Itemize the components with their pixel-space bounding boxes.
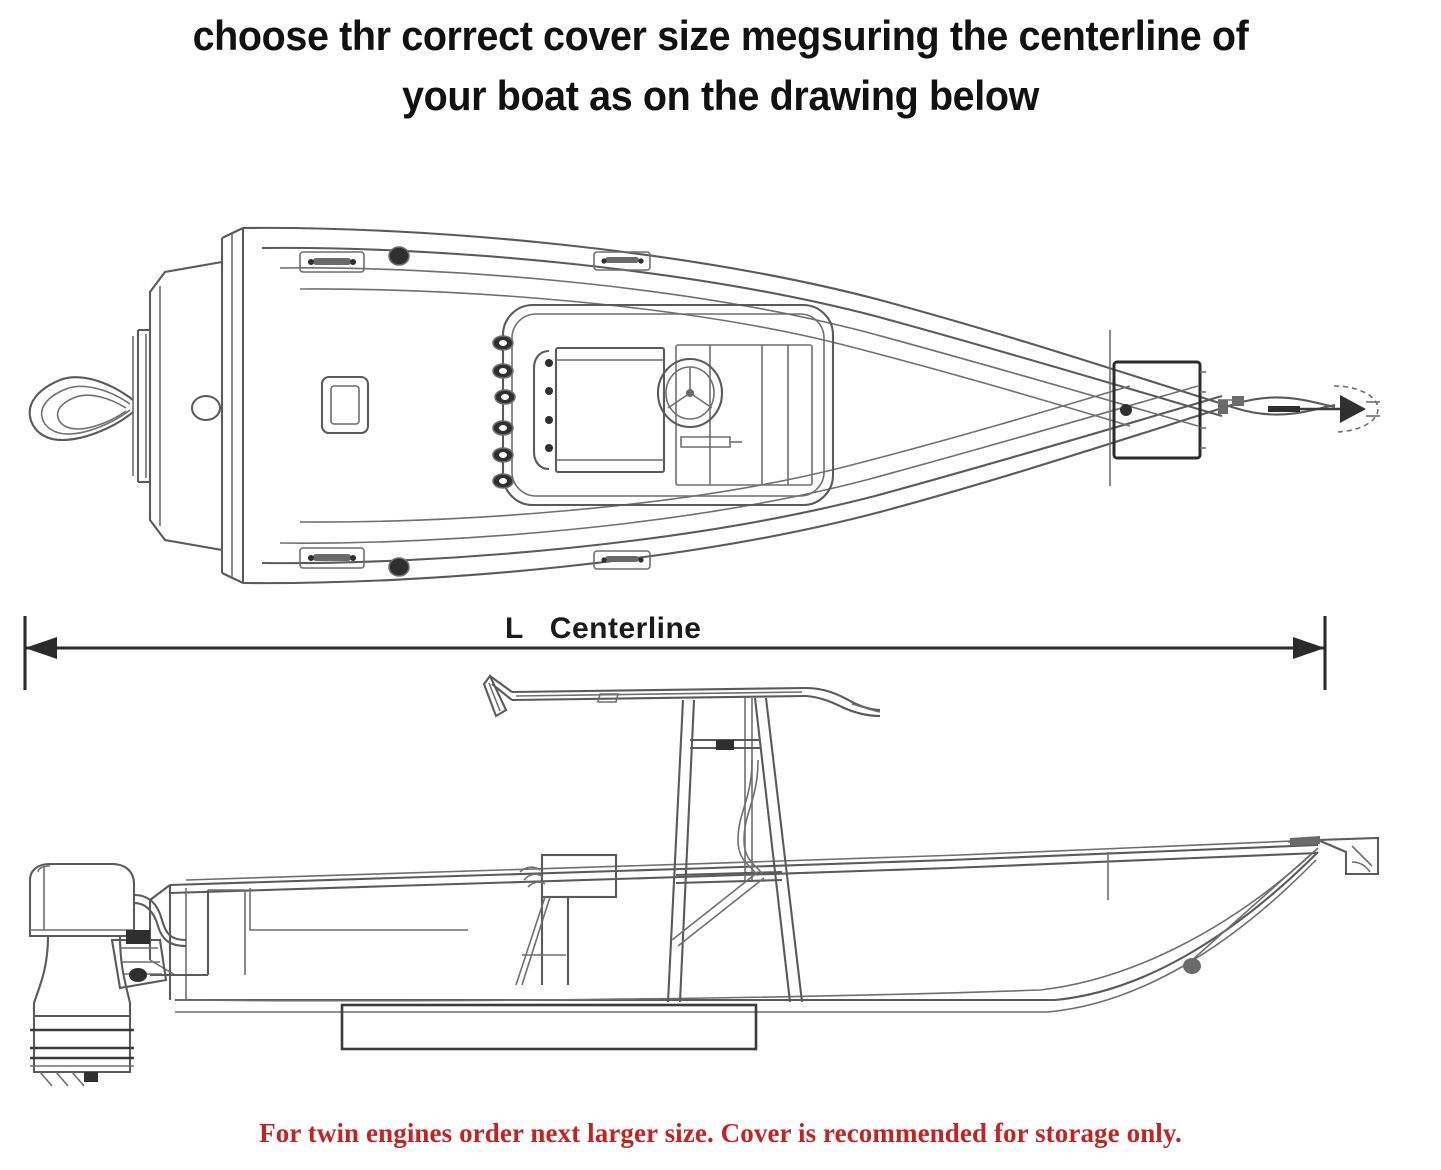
side-view-group xyxy=(28,673,1380,1087)
rub-rail-panel xyxy=(340,1003,758,1051)
cleat-mid-port xyxy=(593,251,651,271)
steering-wheel xyxy=(656,357,724,429)
deck-hatch-port xyxy=(320,375,370,435)
footer-note: For twin engines order next larger size.… xyxy=(259,1118,1182,1148)
dimension-line-group xyxy=(23,616,1327,690)
bow-hatch xyxy=(1112,360,1206,460)
cleat-mid-starboard xyxy=(593,550,651,570)
centerline-dimension-label: L Centerline xyxy=(505,612,702,645)
bow-anchor-roller-side xyxy=(1287,836,1380,876)
center-console xyxy=(501,303,835,507)
anchor-roller xyxy=(1268,385,1380,433)
rod-holders xyxy=(492,335,516,489)
cleat-stern-starboard xyxy=(299,547,365,569)
bow-cleat xyxy=(1218,396,1244,414)
console-seat xyxy=(515,853,618,986)
deck-fitting-starboard xyxy=(388,557,410,577)
outboard-engine xyxy=(28,862,187,1087)
top-view-group xyxy=(28,226,1380,585)
t-top-legs xyxy=(666,697,804,1003)
cleat-stern-port xyxy=(299,251,365,273)
t-top-canopy xyxy=(482,673,881,718)
page-title: choose thr correct cover size megsuring … xyxy=(192,12,1249,119)
deck-fitting-port xyxy=(388,246,410,266)
